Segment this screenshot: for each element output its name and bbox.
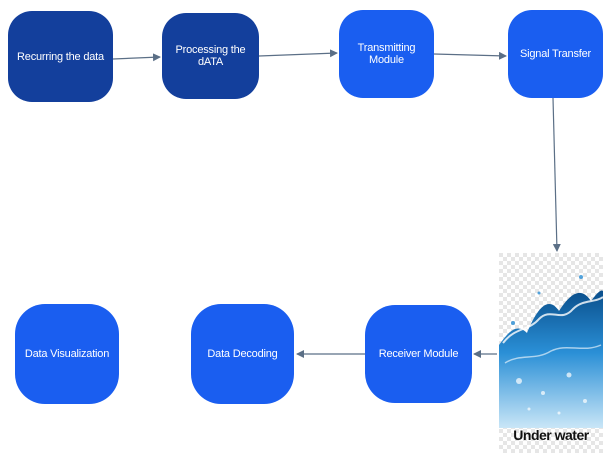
node-label: Processing the dATA (175, 44, 246, 68)
node-data-decoding: Data Decoding (191, 304, 294, 404)
arrow-transmitting-to-signal (433, 51, 507, 60)
arrow-processing-to-transmitting (258, 49, 338, 58)
node-label: Data Decoding (207, 348, 278, 360)
node-transmitting-module: Transmitting Module (339, 10, 434, 98)
arrow-signal-to-underwater (552, 97, 561, 252)
node-label: Data Visualization (24, 348, 110, 360)
node-receiver-module: Receiver Module (365, 305, 472, 403)
underwater-image (499, 253, 603, 453)
node-processing-data: Processing the dATA (162, 13, 259, 99)
node-data-visualization: Data Visualization (15, 304, 119, 404)
node-label: Recurring the data (17, 50, 104, 63)
node-label: Transmitting Module (357, 42, 416, 66)
node-recurring-data: Recurring the data (8, 11, 113, 102)
node-label: Signal Transfer (520, 48, 591, 60)
arrow-recurring-to-processing (112, 53, 161, 62)
node-label: Receiver Module (378, 348, 459, 360)
node-signal-transfer: Signal Transfer (508, 10, 603, 98)
underwater-caption: Under water (513, 427, 589, 443)
